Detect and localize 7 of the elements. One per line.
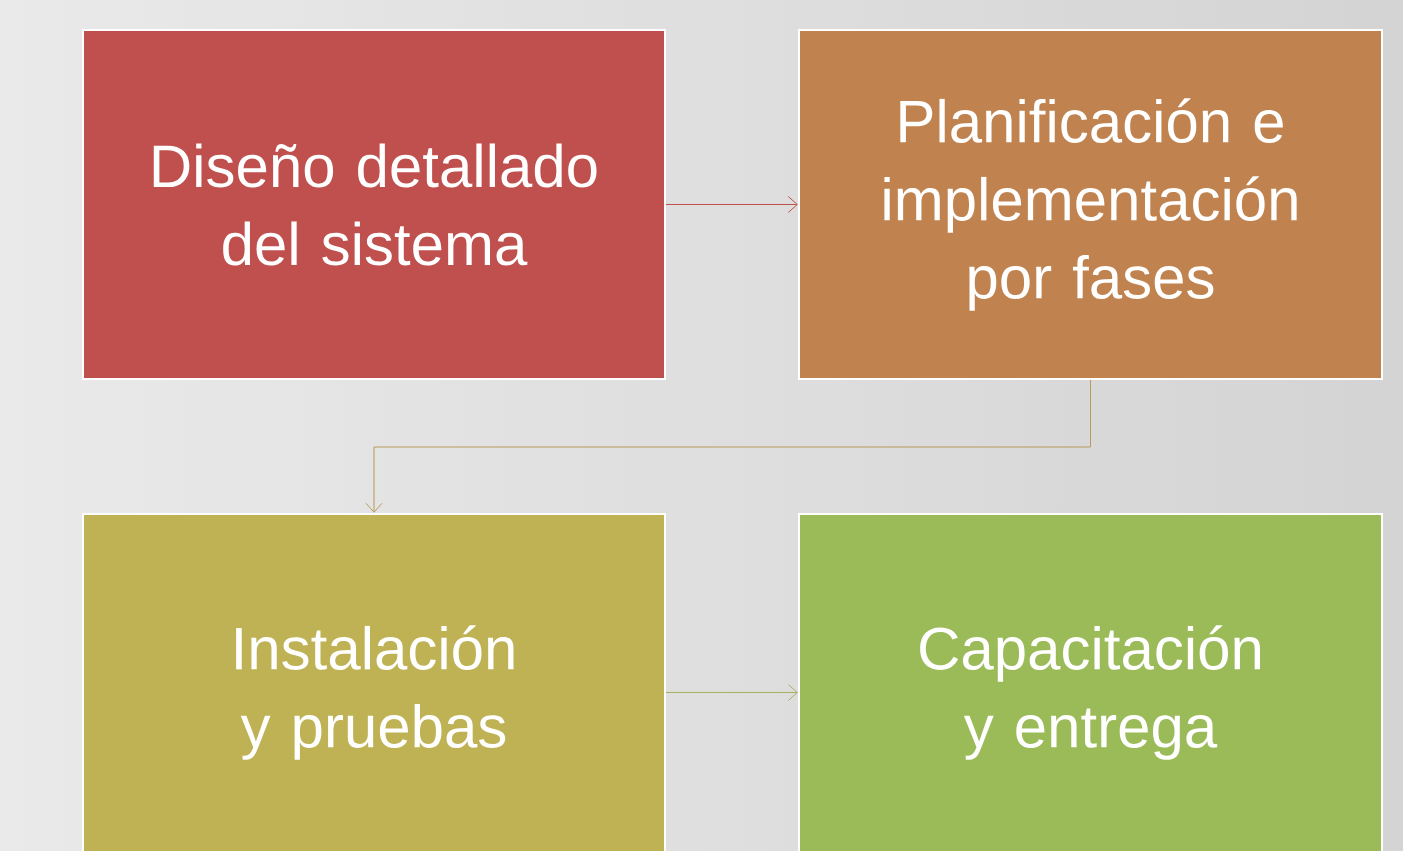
arrow: [665, 684, 798, 701]
process-box: Diseño detallado del sistema: [82, 29, 666, 380]
process-box: Capacitación y entrega: [798, 513, 1383, 851]
process-box: Instalación y pruebas: [82, 513, 666, 851]
arrow: [665, 196, 798, 213]
arrow: [365, 379, 1091, 513]
process-box: Planificación e implementación por fases: [798, 29, 1383, 380]
